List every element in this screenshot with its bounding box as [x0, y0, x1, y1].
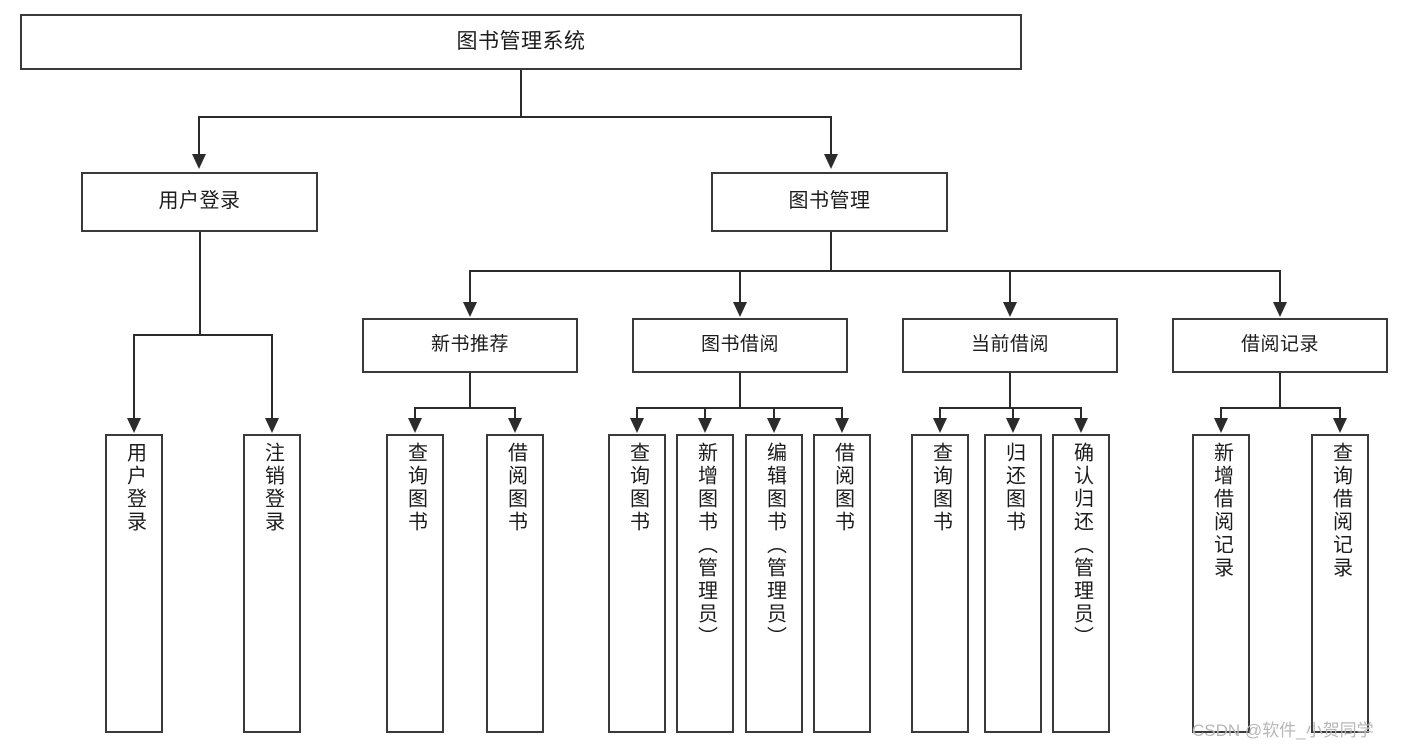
node-leaf-confirm-return-admin-label: 确认归还（管理员） [1070, 442, 1093, 649]
node-new-book-recommend-label: 新书推荐 [430, 334, 509, 356]
node-user-login-label: 用户登录 [158, 190, 241, 213]
connector-nbr-to-leaf-1 [414, 407, 416, 420]
arrowhead-leaf-query-book-current [933, 418, 947, 433]
arrowhead-leaf-return-book [1006, 418, 1020, 433]
connector-root-to-user-login [198, 116, 200, 156]
node-leaf-confirm-return-admin[interactable]: 确认归还（管理员） [1052, 434, 1110, 733]
connector-br-to-leaf-1 [1220, 407, 1222, 420]
node-leaf-edit-book-admin[interactable]: 编辑图书（管理员） [745, 434, 803, 733]
connector-bb-to-leaf-1 [636, 407, 638, 420]
connector-user-login-to-leaf-1 [133, 334, 135, 420]
arrowhead-leaf-user-login [127, 418, 141, 433]
arrowhead-user-login [192, 154, 206, 169]
connector-bm-to-borrow-record [1279, 270, 1281, 304]
arrowhead-leaf-borrow-book [835, 418, 849, 433]
arrowhead-leaf-query-borrow-record [1333, 418, 1347, 433]
arrowhead-leaf-query-book-rec [408, 418, 422, 433]
node-leaf-query-book-rec[interactable]: 查询图书 [386, 434, 444, 733]
connector-cb-stem [1009, 373, 1011, 407]
node-leaf-logout-login-label: 注销登录 [261, 442, 284, 534]
arrowhead-book-management [824, 154, 838, 169]
node-leaf-query-book-current[interactable]: 查询图书 [911, 434, 969, 733]
node-leaf-query-borrow-record-label: 查询借阅记录 [1329, 442, 1352, 580]
node-current-borrow[interactable]: 当前借阅 [902, 318, 1118, 373]
arrowhead-borrow-record [1273, 302, 1287, 317]
connector-nbr-to-leaf-2 [514, 407, 516, 420]
node-leaf-add-borrow-record-label: 新增借阅记录 [1210, 442, 1233, 580]
arrowhead-leaf-confirm-return-admin [1074, 418, 1088, 433]
connector-br-to-leaf-2 [1339, 407, 1341, 420]
connector-bb-stem [739, 373, 741, 407]
connector-user-login-to-leaf-2 [271, 334, 273, 420]
connector-br-stem [1279, 373, 1281, 407]
connector-cb-to-leaf-3 [1080, 407, 1082, 420]
arrowhead-leaf-logout-login [265, 418, 279, 433]
connector-user-login-stem [199, 232, 201, 334]
node-book-management-label: 图书管理 [788, 190, 871, 213]
arrowhead-leaf-edit-book-admin [767, 418, 781, 433]
node-leaf-query-book-borrow[interactable]: 查询图书 [608, 434, 666, 733]
connector-cb-bus [939, 407, 1081, 409]
node-current-borrow-label: 当前借阅 [970, 334, 1049, 356]
connector-bb-to-leaf-4 [841, 407, 843, 420]
connector-cb-to-leaf-2 [1012, 407, 1014, 420]
node-user-login[interactable]: 用户登录 [81, 172, 318, 232]
node-book-management[interactable]: 图书管理 [711, 172, 948, 232]
node-root-label: 图书管理系统 [456, 29, 586, 53]
node-book-borrow[interactable]: 图书借阅 [632, 318, 848, 373]
connector-bb-to-leaf-2 [704, 407, 706, 420]
connector-bm-to-current-borrow [1009, 270, 1011, 304]
connector-nbr-bus [414, 407, 516, 409]
node-book-borrow-label: 图书借阅 [700, 334, 779, 356]
node-leaf-add-book-admin-label: 新增图书（管理员） [694, 442, 717, 649]
connector-bm-to-book-borrow [739, 270, 741, 304]
node-leaf-logout-login[interactable]: 注销登录 [243, 434, 301, 733]
node-leaf-add-borrow-record[interactable]: 新增借阅记录 [1192, 434, 1250, 733]
arrowhead-leaf-add-borrow-record [1214, 418, 1228, 433]
node-new-book-recommend[interactable]: 新书推荐 [362, 318, 578, 373]
node-borrow-record[interactable]: 借阅记录 [1172, 318, 1388, 373]
connector-root-to-book-management [830, 116, 832, 156]
node-leaf-borrow-book-rec[interactable]: 借阅图书 [486, 434, 544, 733]
connector-br-bus [1220, 407, 1340, 409]
arrowhead-book-borrow [733, 302, 747, 317]
node-leaf-user-login[interactable]: 用户登录 [105, 434, 163, 733]
node-leaf-query-borrow-record[interactable]: 查询借阅记录 [1311, 434, 1369, 733]
connector-root-stem [520, 70, 522, 116]
arrowhead-leaf-add-book-admin [698, 418, 712, 433]
connector-nbr-stem [469, 373, 471, 407]
connector-root-bus [198, 116, 832, 118]
node-root[interactable]: 图书管理系统 [20, 14, 1022, 70]
connector-user-login-bus [133, 334, 271, 336]
arrowhead-new-book-recommend [463, 302, 477, 317]
node-leaf-query-book-current-label: 查询图书 [929, 442, 952, 534]
node-leaf-add-book-admin[interactable]: 新增图书（管理员） [676, 434, 734, 733]
node-leaf-edit-book-admin-label: 编辑图书（管理员） [763, 442, 786, 649]
arrowhead-current-borrow [1003, 302, 1017, 317]
connector-book-management-stem [830, 232, 832, 270]
node-leaf-borrow-book-rec-label: 借阅图书 [504, 442, 527, 534]
connector-bb-bus [636, 407, 842, 409]
connector-book-management-bus [469, 270, 1281, 272]
node-leaf-query-book-borrow-label: 查询图书 [626, 442, 649, 534]
connector-bm-to-new-book-recommend [469, 270, 471, 304]
arrowhead-leaf-query-book-borrow [630, 418, 644, 433]
connector-bb-to-leaf-3 [773, 407, 775, 420]
node-borrow-record-label: 借阅记录 [1240, 334, 1319, 356]
node-leaf-query-book-rec-label: 查询图书 [404, 442, 427, 534]
node-leaf-return-book[interactable]: 归还图书 [984, 434, 1042, 733]
node-leaf-user-login-label: 用户登录 [123, 442, 146, 534]
node-leaf-borrow-book[interactable]: 借阅图书 [813, 434, 871, 733]
connector-cb-to-leaf-1 [939, 407, 941, 420]
arrowhead-leaf-borrow-book-rec [508, 418, 522, 433]
node-leaf-return-book-label: 归还图书 [1002, 442, 1025, 534]
node-leaf-borrow-book-label: 借阅图书 [831, 442, 854, 534]
